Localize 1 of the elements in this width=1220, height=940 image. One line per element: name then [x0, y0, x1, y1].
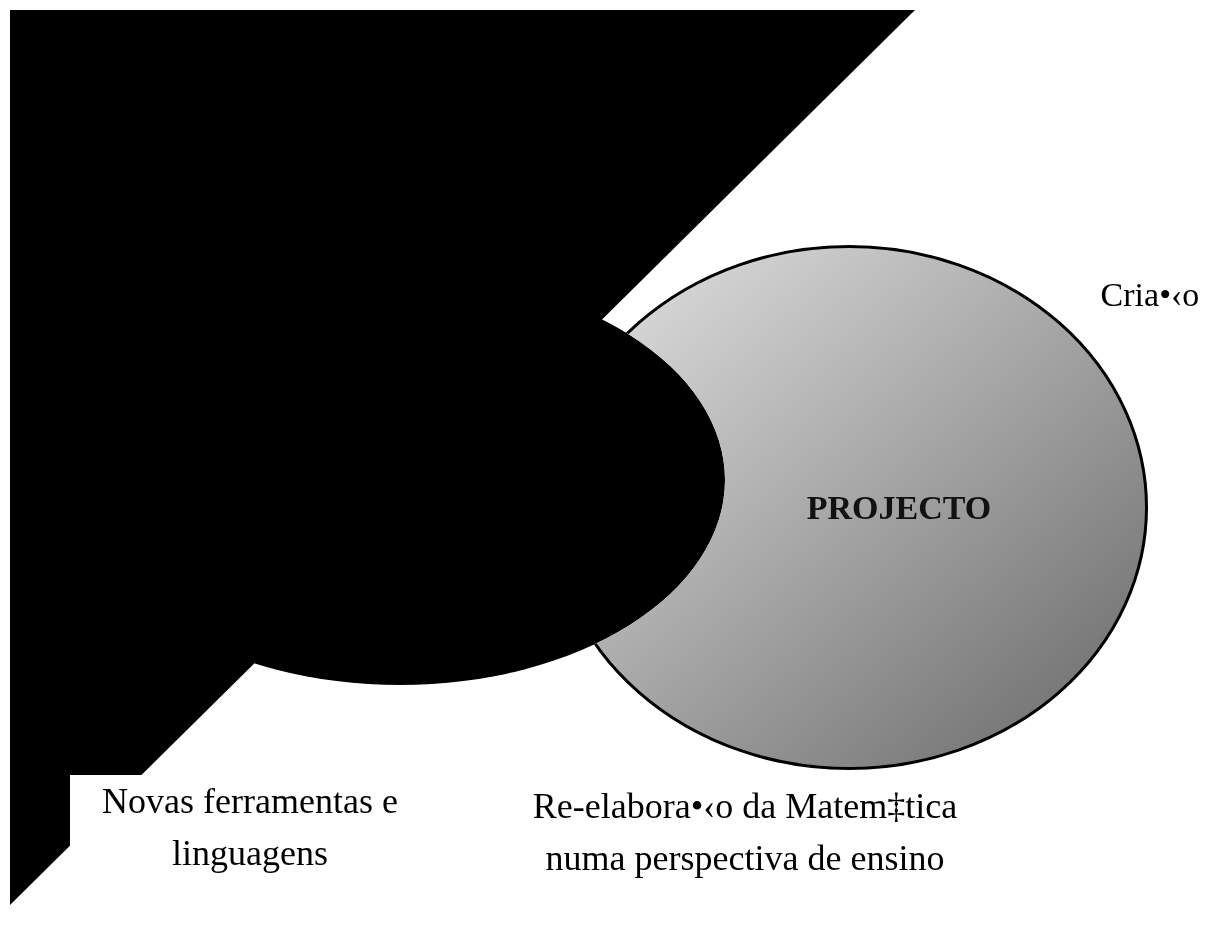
- node-title: PROJECTO: [806, 488, 992, 527]
